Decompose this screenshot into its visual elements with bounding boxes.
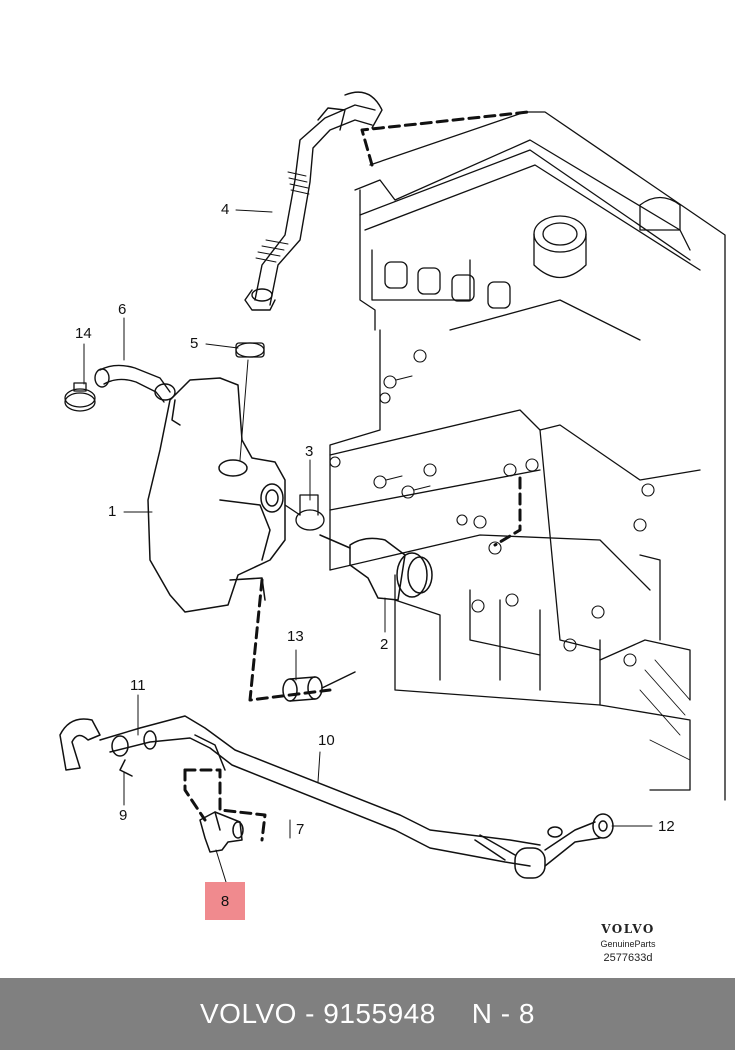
callout-4[interactable]: 4 — [221, 201, 230, 218]
diagram-code: 2577633d — [603, 952, 653, 964]
brand-subtitle: GenuineParts — [600, 939, 656, 949]
part-1-oil-separator — [147, 377, 286, 613]
part-number-label: VOLVO - 9155948 — [200, 998, 436, 1029]
callout-1[interactable]: 1 — [108, 503, 117, 520]
callout-11[interactable]: 11 — [130, 677, 146, 694]
callout-leaders — [83, 209, 653, 883]
part-13-sleeve — [282, 671, 356, 702]
position-label: N - 8 — [471, 998, 535, 1029]
brand-block: VOLVO GenuineParts 2577633d — [580, 922, 676, 964]
callout-5[interactable]: 5 — [190, 335, 199, 352]
dashed-leaders — [183, 110, 530, 842]
part-5-clamp — [235, 342, 265, 358]
part-10-pipe-assembly — [59, 715, 614, 879]
callout-10[interactable]: 10 — [318, 732, 335, 749]
callout-7[interactable]: 7 — [296, 821, 305, 838]
callout-12[interactable]: 12 — [658, 818, 675, 835]
exploded-view-drawing — [59, 91, 726, 883]
callout-9[interactable]: 9 — [119, 807, 128, 824]
footer-bar: VOLVO - 9155948 N - 8 — [0, 978, 735, 1050]
callout-14[interactable]: 14 — [75, 325, 92, 342]
part-14-clamp — [64, 382, 96, 412]
part-6-hose — [94, 364, 176, 403]
callout-8: 8 — [220, 892, 230, 910]
part-3-clip — [284, 494, 325, 531]
engine-block — [329, 111, 726, 801]
callout-2[interactable]: 2 — [380, 636, 389, 653]
callout-3[interactable]: 3 — [305, 443, 314, 460]
volvo-logo: VOLVO — [601, 922, 655, 936]
part-8-t-connector — [199, 811, 244, 853]
part-2-elbow — [319, 534, 433, 601]
callout-13[interactable]: 13 — [287, 628, 304, 645]
callout-8-highlighted[interactable]: 8 — [205, 882, 245, 920]
callout-6[interactable]: 6 — [118, 301, 127, 318]
part-4-breather-pipe — [244, 91, 383, 311]
parts-diagram: 1 2 3 4 5 6 7 8 9 10 11 12 13 14 VOLVO G… — [59, 91, 726, 964]
